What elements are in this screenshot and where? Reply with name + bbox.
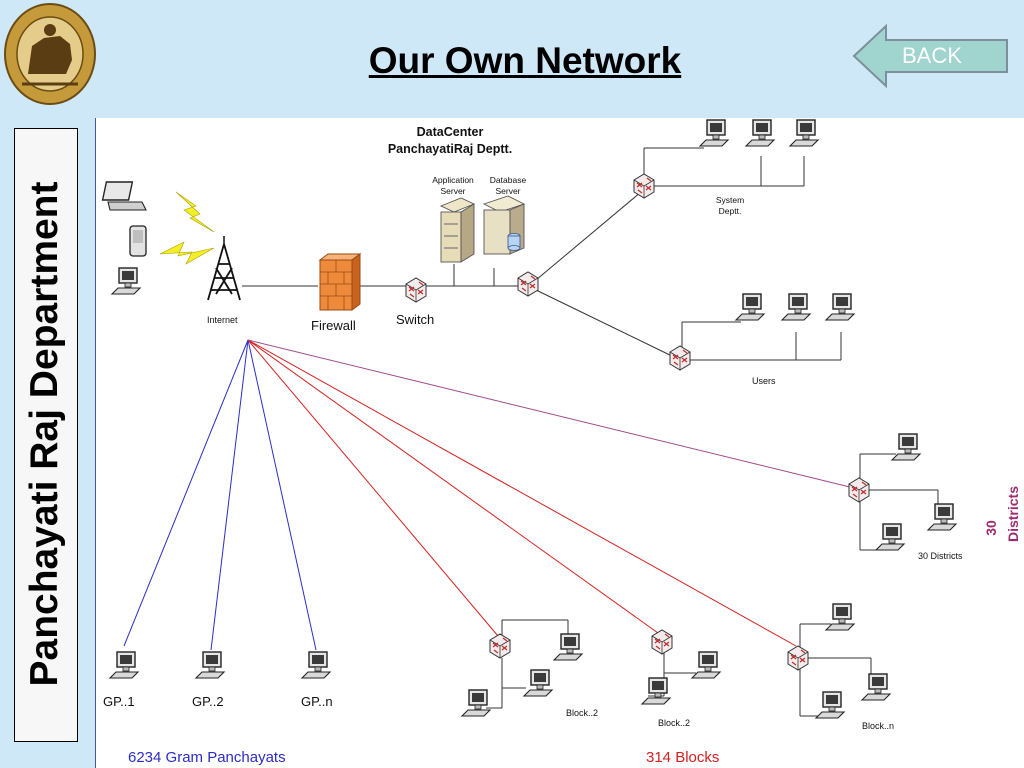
block-label-2: Block..2 xyxy=(658,718,690,728)
odisha-emblem-icon xyxy=(4,3,96,105)
block-pc-icon xyxy=(825,603,855,631)
districts-side-label: Districts xyxy=(1005,486,1021,542)
switch-icon xyxy=(405,277,427,303)
gp-label-2: GP..2 xyxy=(192,694,224,709)
users-label: Users xyxy=(752,376,776,386)
system-pc-icon xyxy=(745,119,775,147)
application-server-label-2: Server xyxy=(440,186,465,196)
link-block1 xyxy=(247,339,499,637)
firewall-icon xyxy=(318,253,362,311)
database-server-icon xyxy=(482,195,526,255)
switch-label: Switch xyxy=(396,312,434,327)
user-pc-icon xyxy=(825,293,855,321)
application-server-icon xyxy=(439,197,476,263)
district-pc-icon xyxy=(875,523,905,551)
application-server-label: Application xyxy=(432,175,474,185)
datacenter-title: DataCenter xyxy=(417,125,484,139)
block-pc-icon xyxy=(861,673,891,701)
page-title: Our Own Network xyxy=(368,40,682,81)
blocks-count: 314 Blocks xyxy=(646,749,719,766)
block-pc-icon xyxy=(523,669,553,697)
user-pc-icon xyxy=(781,293,811,321)
laptop-icon xyxy=(101,181,147,211)
link-gp1 xyxy=(123,339,249,647)
firewall-label: Firewall xyxy=(311,318,356,333)
gp-label-1: GP..1 xyxy=(103,694,135,709)
database-server-label: Database xyxy=(490,175,527,185)
internet-label: Internet xyxy=(207,315,238,325)
back-arrow-icon xyxy=(852,23,1008,89)
link-block2 xyxy=(247,339,659,634)
system-deptt-label: System xyxy=(716,195,744,205)
core-router-icon xyxy=(517,271,539,297)
back-button-label: BACK xyxy=(902,43,962,68)
pda-icon xyxy=(129,225,147,257)
datacenter-subtitle: PanchayatiRaj Deptt. xyxy=(388,142,512,156)
department-title: Panchayati Raj Department xyxy=(23,181,66,687)
users-router-icon xyxy=(669,345,691,371)
back-button[interactable]: BACK xyxy=(852,23,1010,89)
link-gp2 xyxy=(210,339,249,651)
block-pc-icon xyxy=(461,689,491,717)
system-deptt-label-2: Deptt. xyxy=(719,206,742,216)
block-label-1: Block..2 xyxy=(566,708,598,718)
system-pc-icon xyxy=(699,119,729,147)
link-districts xyxy=(247,339,855,489)
block-router-icon xyxy=(489,633,511,659)
district-router-icon xyxy=(848,477,870,503)
gram-panchayats-count: 6234 Gram Panchayats xyxy=(128,749,286,766)
district-pc-icon xyxy=(891,433,921,461)
desktop-icon xyxy=(111,267,141,295)
gp-pc-icon xyxy=(109,651,139,679)
user-pc-icon xyxy=(735,293,765,321)
district-pc-icon xyxy=(927,503,957,531)
districts-label: 30 Districts xyxy=(918,551,963,561)
block-pc-icon xyxy=(641,677,671,705)
gp-pc-icon xyxy=(301,651,331,679)
block-pc-icon xyxy=(553,633,583,661)
block-pc-icon xyxy=(691,651,721,679)
gp-pc-icon xyxy=(195,651,225,679)
header-bar: Our Own Network BACK xyxy=(0,0,1024,118)
link-gpn xyxy=(247,339,317,651)
block-label-n: Block..n xyxy=(862,721,894,731)
block-router-icon xyxy=(651,629,673,655)
block-pc-icon xyxy=(815,691,845,719)
database-server-label-2: Server xyxy=(495,186,520,196)
districts-side-count: 30 xyxy=(983,520,999,536)
link-blockn xyxy=(247,339,797,647)
gp-label-n: GP..n xyxy=(301,694,333,709)
block-router-icon xyxy=(787,645,809,671)
lightning-icon xyxy=(159,191,215,265)
side-title-box xyxy=(14,128,78,742)
internet-tower-icon xyxy=(207,236,241,301)
system-deptt-router-icon xyxy=(633,173,655,199)
network-diagram: Internet Firewall Switch DataCenter Panc… xyxy=(101,119,1021,766)
system-pc-icon xyxy=(789,119,819,147)
